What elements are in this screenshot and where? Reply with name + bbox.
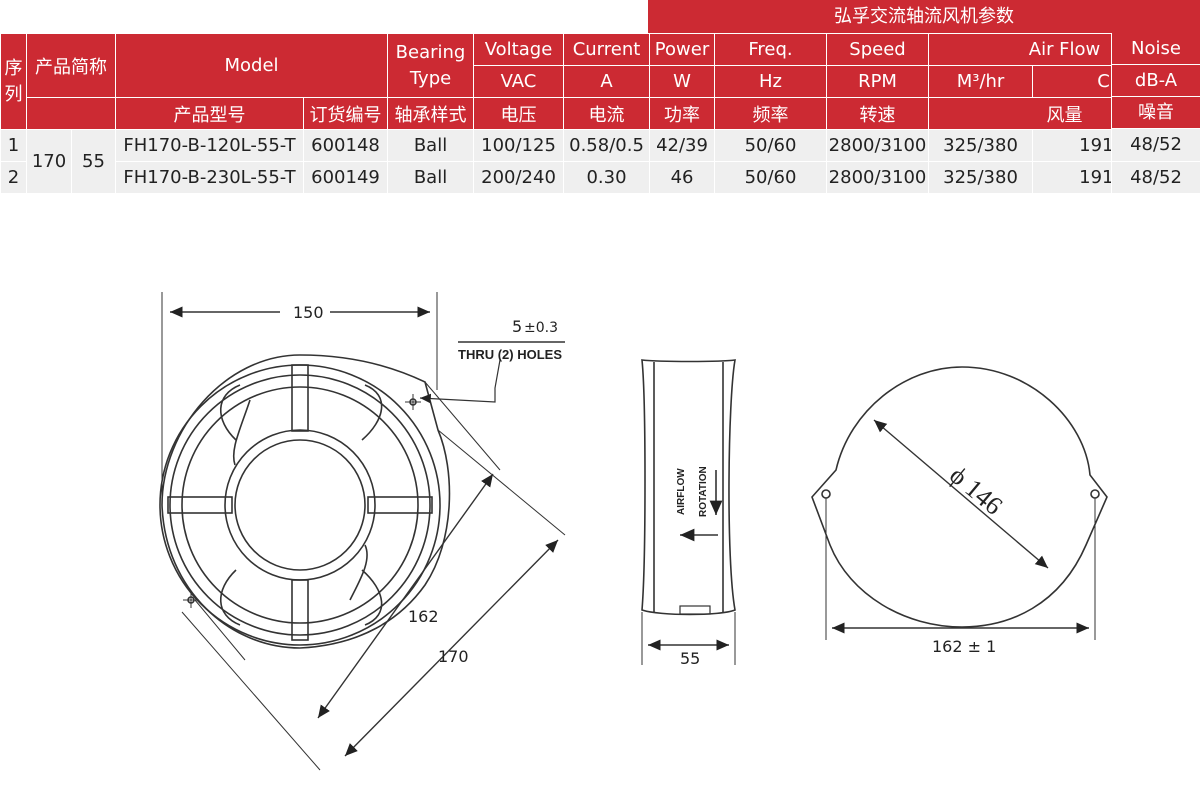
- row-current: 0.58/0.5: [563, 129, 651, 162]
- row-model: FH170-B-120L-55-T: [115, 129, 304, 162]
- row-order: 600149: [302, 161, 389, 194]
- row-voltage: 200/240: [473, 161, 565, 194]
- unit-current: A: [563, 65, 651, 98]
- rotation-label: ROTATION: [698, 466, 709, 517]
- row-noise: 48/52: [1111, 129, 1200, 162]
- row-current: 0.30: [563, 161, 651, 194]
- header-power-cn: 功率: [649, 97, 716, 130]
- unit-voltage: VAC: [473, 65, 565, 98]
- row-model: FH170-B-230L-55-T: [115, 161, 304, 194]
- row-voltage: 100/125: [473, 129, 565, 162]
- header-speed-cn: 转速: [826, 97, 930, 130]
- dim-162-tol: 162 ± 1: [932, 637, 996, 656]
- unit-m3: M³/hr: [928, 65, 1034, 98]
- header-current: Current: [563, 33, 651, 66]
- header-seq: 序列: [0, 33, 27, 130]
- row-power: 46: [649, 161, 716, 194]
- row-noise: 48/52: [1111, 162, 1200, 193]
- header-bearing: Bearing Type: [387, 33, 475, 98]
- front-view: [159, 292, 566, 771]
- row-m3: 325/380: [928, 161, 1034, 194]
- header-model-cn: 产品型号: [115, 97, 304, 130]
- size-a: 170: [26, 129, 72, 194]
- header-short-name: 产品简称: [26, 33, 116, 98]
- header-voltage: Voltage: [473, 33, 565, 66]
- table-row: 2 FH170-B-230L-55-T 600149 Ball 200/240 …: [0, 161, 1200, 194]
- dia-146: ϕ 146: [944, 460, 1008, 520]
- unit-freq: Hz: [714, 65, 828, 98]
- header-power: Power: [649, 33, 716, 66]
- airflow-label: AIRFLOW: [676, 468, 687, 515]
- row-freq: 50/60: [714, 129, 828, 162]
- dim-162: 162: [408, 607, 439, 626]
- row-bearing: Ball: [387, 161, 475, 194]
- header-noise: Noise: [1111, 33, 1200, 65]
- hole-dim: 5: [512, 317, 522, 336]
- dim-170: 170: [438, 647, 469, 666]
- header-model: Model: [114, 33, 389, 98]
- row-power: 42/39: [649, 129, 716, 162]
- row-bearing: Ball: [387, 129, 475, 162]
- back-view: [811, 366, 1108, 640]
- row-order: 600148: [302, 129, 389, 162]
- header-freq-cn: 频率: [714, 97, 828, 130]
- header-noise-cn: 噪音: [1111, 97, 1200, 129]
- side-view: [641, 359, 736, 665]
- size-b: 55: [71, 129, 116, 194]
- dim-55: 55: [680, 649, 700, 668]
- header-current-cn: 电流: [563, 97, 651, 130]
- header-voltage-cn: 电压: [473, 97, 565, 130]
- unit-noise: dB-A: [1111, 65, 1200, 97]
- row-speed: 2800/3100: [826, 129, 930, 162]
- row-m3: 325/380: [928, 129, 1034, 162]
- hole-tol: ±0.3: [524, 320, 558, 336]
- header-order-no: 订货编号: [302, 97, 389, 130]
- dim-150: 150: [293, 303, 324, 322]
- spec-table: 序列 产品简称 Model Bearing Type Voltage Curre…: [0, 33, 1200, 194]
- row-seq: 2: [0, 161, 27, 194]
- hole-note: THRU (2) HOLES: [458, 347, 562, 362]
- row-freq: 50/60: [714, 161, 828, 194]
- page-title: 弘孚交流轴流风机参数: [648, 0, 1200, 33]
- noise-column: Noise dB-A 噪音 48/52 48/52: [1111, 33, 1200, 194]
